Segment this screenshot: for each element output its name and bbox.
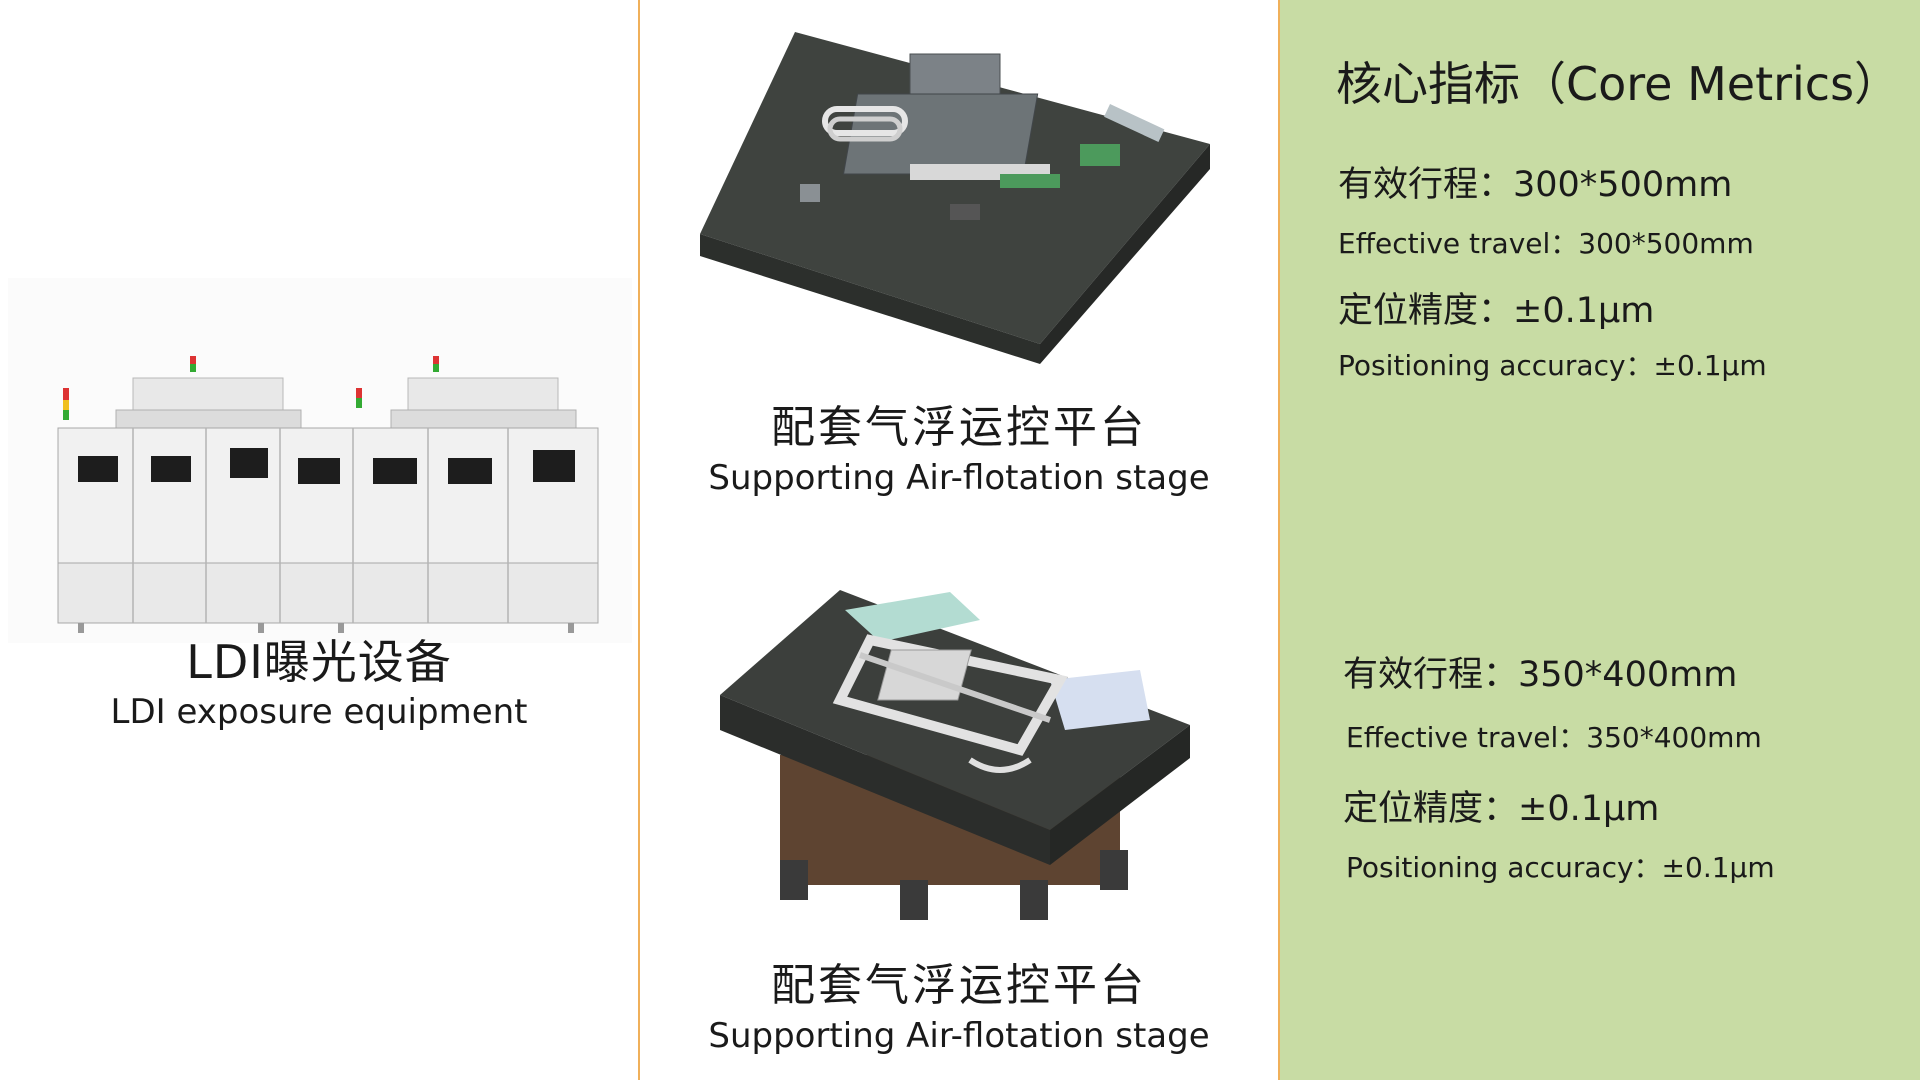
metric-2-travel-en: Effective travel：350*400mm [1346,721,1762,754]
stage-2-title-cn: 配套气浮运控平台 [771,960,1147,1011]
metric-1-travel-cn: 有效行程：300*500mm [1338,165,1733,205]
metrics-title: 核心指标（Core Metrics） [1336,57,1901,111]
metric-1-travel-en: Effective travel：300*500mm [1338,227,1754,260]
metric-1-accuracy-cn: 定位精度：±0.1μm [1338,291,1655,331]
ldi-machine-image [8,278,632,643]
metric-1-accuracy-en: Positioning accuracy：±0.1μm [1338,349,1767,382]
stage-2-caption: 配套气浮运控平台 Supporting Air-flotation stage [640,958,1278,1058]
ldi-title-en: LDI exposure equipment [110,692,528,732]
stage-1-title-cn: 配套气浮运控平台 [771,402,1147,453]
metric-2-accuracy-en: Positioning accuracy：±0.1μm [1346,851,1775,884]
divider-right [1278,0,1280,1080]
metrics-panel [1280,0,1920,1080]
stage-2-title-en: Supporting Air-flotation stage [708,1016,1210,1056]
metric-2-travel-cn: 有效行程：350*400mm [1343,655,1738,695]
stage-1-title-en: Supporting Air-flotation stage [708,458,1210,498]
air-flotation-stage-1-image [700,32,1210,364]
divider-left [638,0,640,1080]
air-flotation-stage-2-image [720,590,1190,920]
ldi-caption: LDI曝光设备 LDI exposure equipment [0,634,638,734]
metric-2-accuracy-cn: 定位精度：±0.1μm [1343,789,1660,829]
ldi-title-cn: LDI曝光设备 [186,635,452,689]
stage-1-caption: 配套气浮运控平台 Supporting Air-flotation stage [640,400,1278,500]
